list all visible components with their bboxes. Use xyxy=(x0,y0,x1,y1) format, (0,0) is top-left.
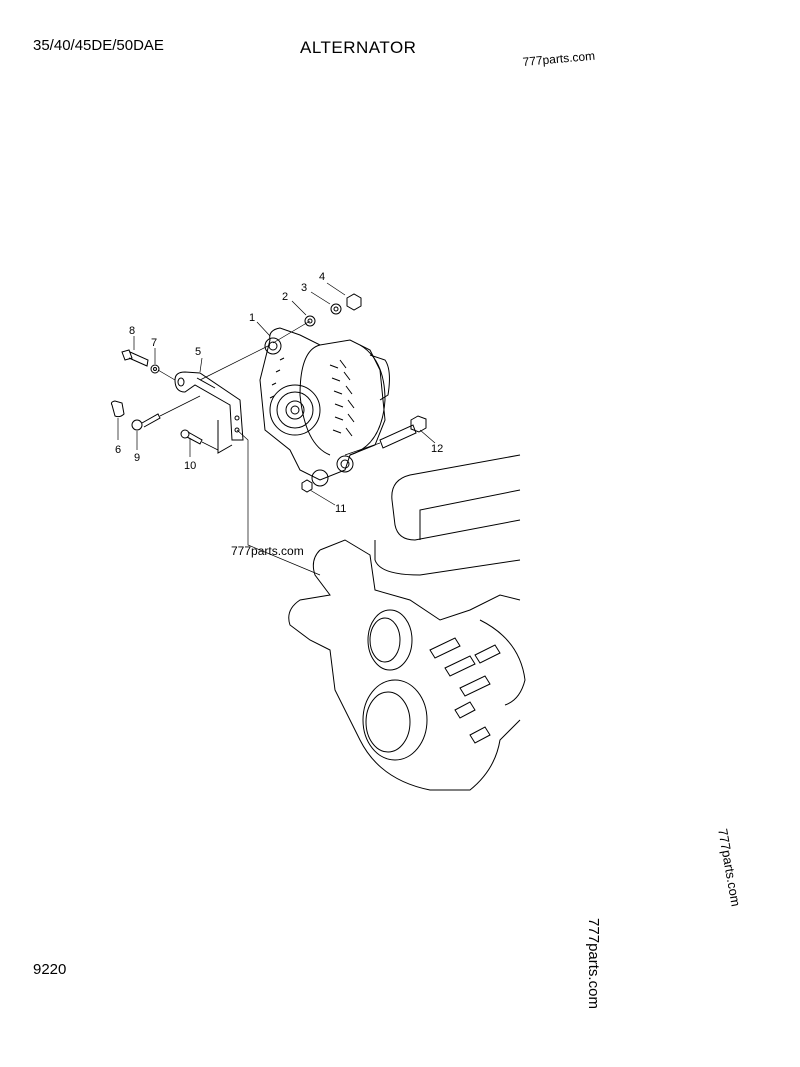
callout-8: 8 xyxy=(129,325,135,337)
leader-lines xyxy=(117,282,436,576)
fasteners xyxy=(110,293,427,493)
page-number: 9220 xyxy=(33,961,67,978)
callout-5: 5 xyxy=(195,346,201,358)
callout-11: 11 xyxy=(335,503,346,515)
watermark: 777parts.com xyxy=(231,544,304,558)
callout-10: 10 xyxy=(184,460,196,472)
callout-7: 7 xyxy=(151,337,157,349)
bracket xyxy=(174,371,244,454)
callout-12: 12 xyxy=(431,443,443,455)
engine-block xyxy=(288,454,526,791)
callout-2: 2 xyxy=(282,291,288,303)
alternator xyxy=(259,327,390,487)
callout-6: 6 xyxy=(115,444,121,456)
callout-9: 9 xyxy=(134,452,140,464)
callout-3: 3 xyxy=(301,282,307,294)
callouts: 1 2 3 4 5 6 7 8 9 10 11 12 xyxy=(115,271,443,515)
callout-1: 1 xyxy=(249,312,255,324)
model-label: 35/40/45DE/50DAE xyxy=(33,37,164,54)
page-title: ALTERNATOR xyxy=(300,38,417,57)
callout-4: 4 xyxy=(319,271,325,283)
